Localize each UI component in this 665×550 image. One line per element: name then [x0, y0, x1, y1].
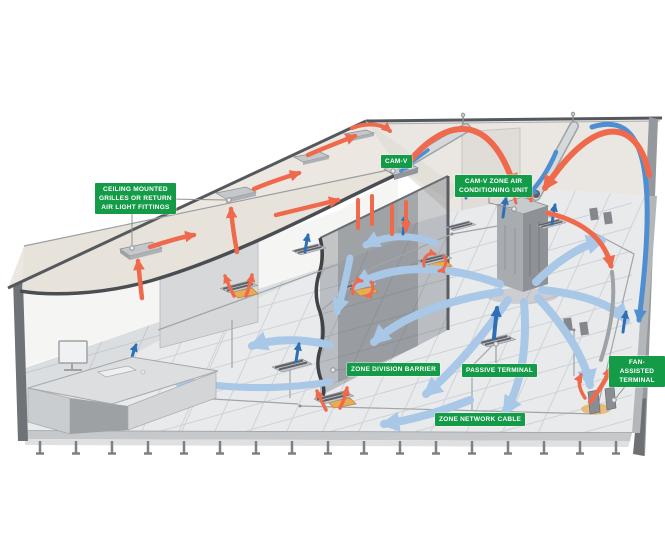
keyboard — [97, 365, 138, 378]
label-passive-terminal: PASSIVE TERMINAL — [462, 364, 538, 378]
label-fan-assisted-terminal: FAN-ASSISTED TERMINAL — [609, 356, 665, 388]
label-cam-v-unit: CAM-V ZONE AIR CONDITIONING UNIT — [455, 175, 533, 198]
return-arc-right — [542, 128, 652, 192]
label-ceiling-grilles: CEILING MOUNTED GRILLES OR RETURN AIR LI… — [95, 183, 176, 215]
warm-air-arrows — [133, 121, 652, 412]
left-wall-edge — [13, 278, 28, 441]
floor-cross-section — [24, 430, 633, 455]
return-arc-left — [405, 126, 518, 190]
leader-lines — [129, 168, 635, 403]
plenum-front-face — [22, 168, 398, 295]
left-wall — [13, 176, 398, 441]
office-desk — [27, 340, 219, 435]
mouse — [140, 369, 146, 375]
label-zone-division-barrier: ZONE DIVISION BARRIER — [347, 363, 441, 377]
label-zone-network-cable: ZONE NETWORK CABLE — [435, 413, 526, 427]
label-cam-v: CAM-V — [381, 155, 412, 169]
passive-terminal-arrow — [490, 305, 502, 340]
wall-terminals — [563, 207, 613, 336]
roofline — [365, 116, 663, 123]
ceiling-grille — [215, 186, 258, 203]
fan-unit-box — [231, 287, 259, 299]
underfloor-air-arrows — [166, 231, 630, 432]
computer-monitor — [58, 340, 88, 371]
floor-pedestals — [36, 441, 620, 455]
shaft-down-arrows — [356, 194, 406, 234]
